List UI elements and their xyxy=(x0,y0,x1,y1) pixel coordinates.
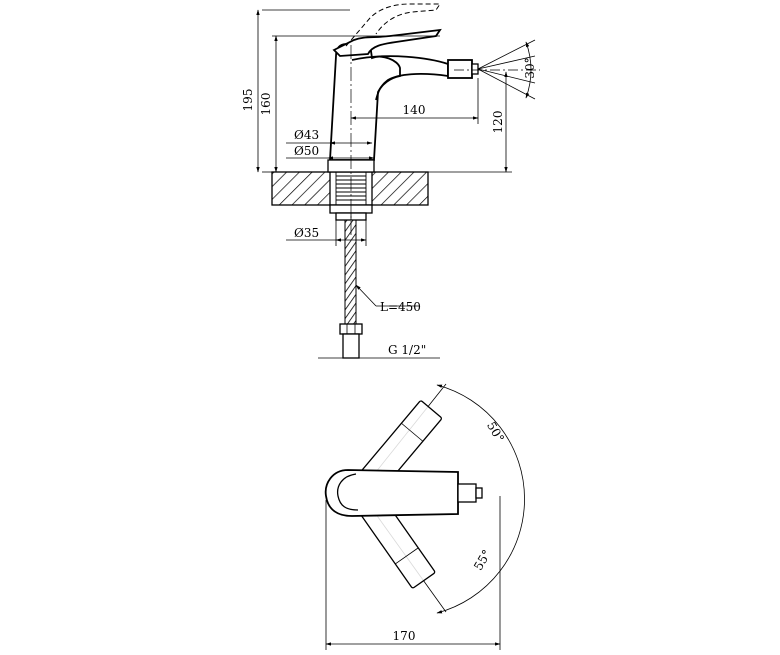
centerlines xyxy=(350,45,540,236)
dimension-d35 xyxy=(286,213,367,246)
body-top xyxy=(324,469,483,517)
hose-length-leader xyxy=(355,284,420,307)
faucet-body xyxy=(327,3,479,173)
dimension-140 xyxy=(350,78,479,124)
label-50deg: 50° xyxy=(484,419,507,444)
label-160: 160 xyxy=(259,93,273,116)
label-l450: L=450 xyxy=(380,300,421,314)
label-d35: Ø35 xyxy=(294,226,319,240)
label-140: 140 xyxy=(403,103,426,117)
label-d43: Ø43 xyxy=(294,128,319,142)
flexible-hose xyxy=(339,219,363,359)
dimension-195 xyxy=(256,9,350,173)
label-120: 120 xyxy=(491,111,505,134)
dimension-160 xyxy=(272,35,440,173)
label-170: 170 xyxy=(393,629,416,643)
dimension-120 xyxy=(428,71,512,173)
side-view: 195 160 140 120 30° Ø43 Ø50 Ø35 L=450 G … xyxy=(241,3,540,359)
label-55deg: 55° xyxy=(471,547,494,572)
plan-view: 50° 55° 170 xyxy=(324,383,525,650)
countertop-section xyxy=(271,171,429,206)
dimension-170 xyxy=(325,496,501,650)
label-30deg: 30° xyxy=(523,57,537,78)
label-195: 195 xyxy=(241,89,255,112)
label-thread: G 1/2" xyxy=(388,343,426,357)
label-d50: Ø50 xyxy=(294,144,319,158)
